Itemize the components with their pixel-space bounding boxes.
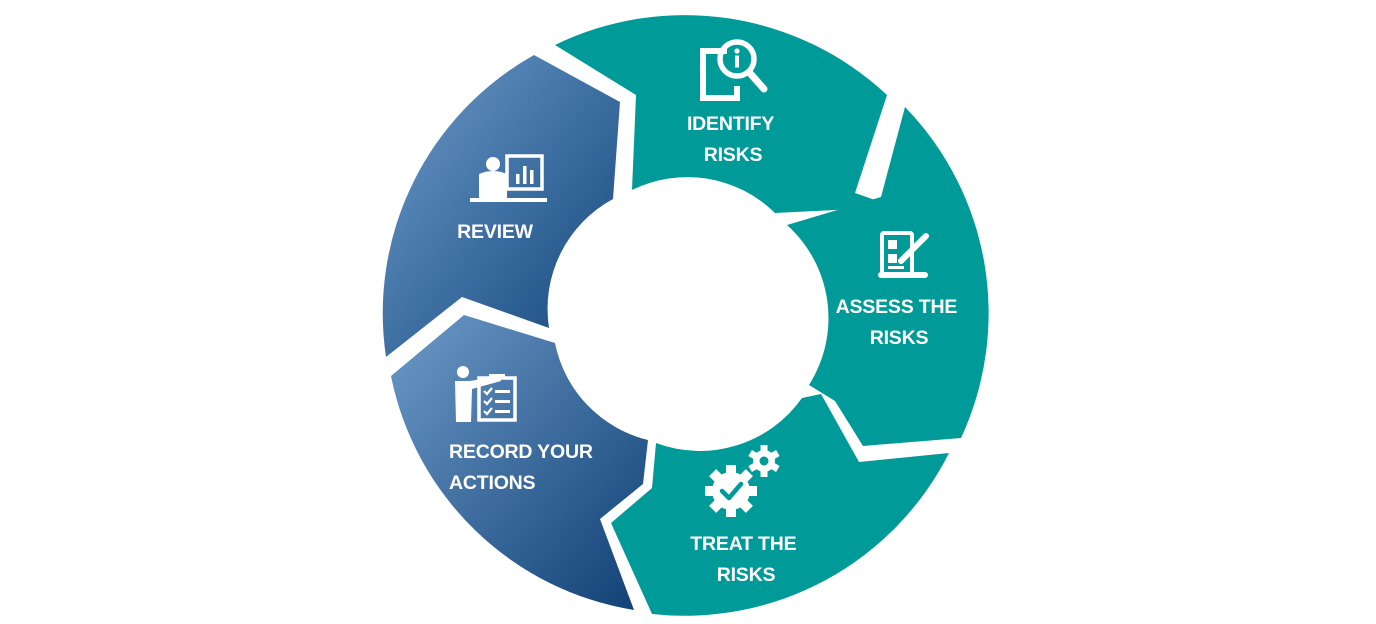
document-magnifier-icon [700,39,768,101]
label-record: RECORD YOUR ACTIONS [449,441,598,494]
presenter-checklist-icon [455,366,517,422]
checklist-pen-icon [878,231,929,278]
label-review: REVIEW [457,221,534,243]
gears-check-icon [705,445,780,517]
label-treat: TREAT THE RISKS [690,533,801,586]
segment-identify [555,15,895,214]
segment-treat [611,394,949,616]
label-identify: IDENTIFY RISKS [687,113,779,166]
segment-review [382,55,620,357]
presenter-chart-icon [470,154,547,202]
label-assess: ASSESS THE RISKS [836,296,963,349]
